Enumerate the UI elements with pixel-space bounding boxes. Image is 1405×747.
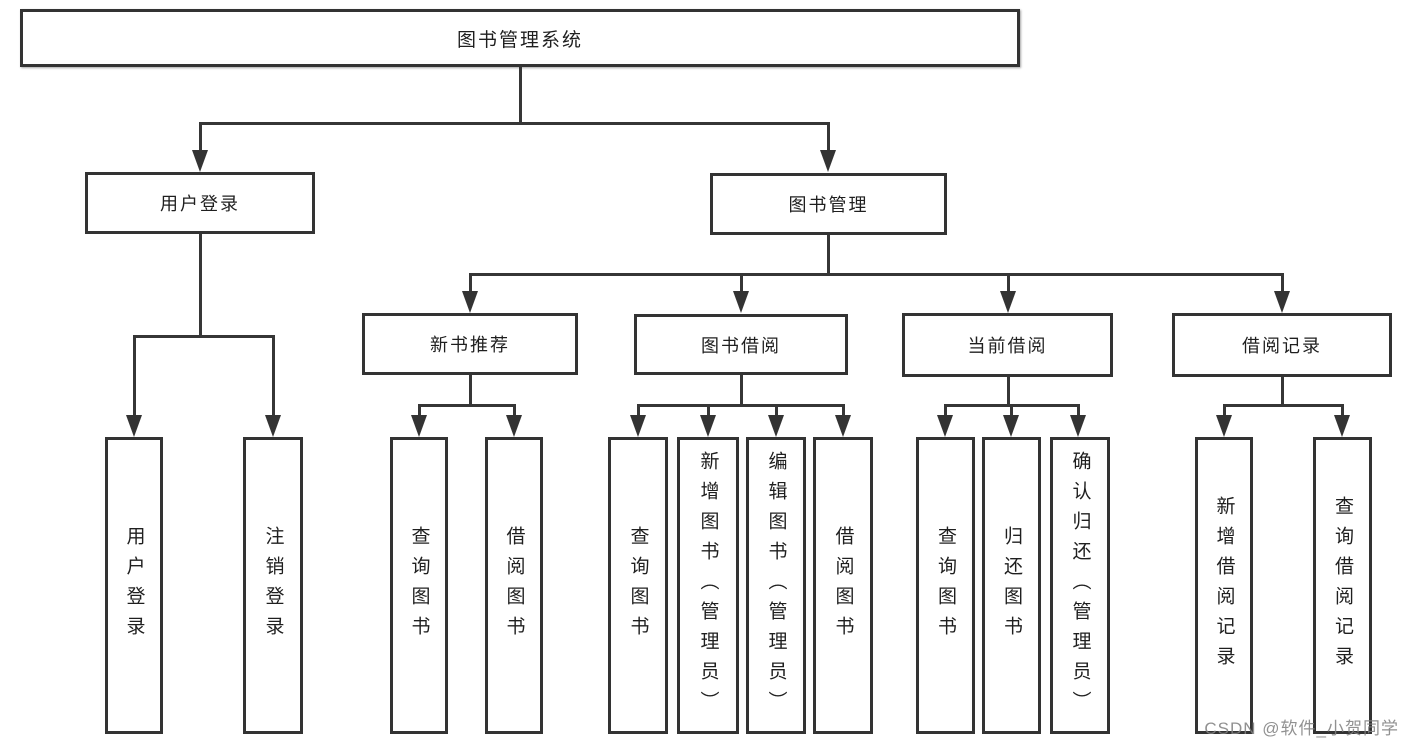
connector — [740, 375, 743, 407]
leaf-query-borrow-record: 查询借阅记录 — [1313, 437, 1372, 734]
leaf-label: 查询图书 — [935, 525, 956, 646]
arrowhead — [1216, 415, 1232, 437]
leaf-user-login: 用户登录 — [105, 437, 163, 734]
arrowhead — [700, 415, 716, 437]
node-label: 新书推荐 — [430, 335, 510, 355]
connector — [842, 404, 845, 417]
leaf-label: 查询图书 — [627, 525, 649, 646]
connector — [1223, 404, 1226, 417]
node-label: 当前借阅 — [967, 336, 1048, 356]
leaf-confirm-return-admin: 确认归还（管理员） — [1050, 437, 1110, 734]
leaf-query-books-borrowing: 查询图书 — [608, 437, 668, 734]
node-current-borrowing: 当前借阅 — [902, 313, 1113, 377]
connector — [637, 404, 845, 407]
arrowhead — [1000, 291, 1016, 313]
arrowhead — [1274, 291, 1290, 313]
leaf-label: 归还图书 — [1001, 525, 1022, 646]
connector — [740, 273, 743, 293]
connector — [519, 67, 522, 122]
connector — [133, 335, 274, 338]
connector — [513, 404, 516, 417]
node-new-book-recommend: 新书推荐 — [362, 313, 578, 375]
connector — [775, 404, 778, 417]
arrowhead — [733, 291, 749, 313]
connector — [1341, 404, 1344, 417]
arrowhead — [192, 150, 208, 172]
leaf-logout: 注销登录 — [243, 437, 303, 734]
node-user-login: 用户登录 — [85, 172, 315, 234]
node-book-management: 图书管理 — [710, 173, 947, 235]
node-label: 图书借阅 — [701, 335, 781, 356]
connector — [272, 335, 275, 417]
leaf-label: 新增借阅记录 — [1213, 495, 1235, 676]
node-library-management-system: 图书管理系统 — [20, 9, 1020, 67]
arrowhead — [1334, 415, 1350, 437]
connector — [469, 273, 1283, 276]
leaf-borrow-books-recommend: 借阅图书 — [485, 437, 543, 734]
arrowhead — [768, 415, 784, 437]
leaf-label: 编辑图书（管理员） — [765, 450, 787, 721]
connector — [469, 375, 472, 407]
leaf-add-books-admin: 新增图书（管理员） — [677, 437, 739, 734]
connector — [418, 404, 421, 417]
arrowhead — [630, 415, 646, 437]
leaf-label: 确认归还（管理员） — [1069, 450, 1091, 721]
arrowhead — [462, 291, 478, 313]
connector — [1223, 404, 1344, 407]
arrowhead — [126, 415, 142, 437]
leaf-label: 新增图书（管理员） — [697, 450, 719, 721]
connector — [133, 335, 136, 417]
connector — [199, 122, 202, 152]
arrowhead — [937, 415, 953, 437]
leaf-label: 借阅图书 — [503, 525, 525, 646]
node-label: 用户登录 — [160, 194, 240, 214]
leaf-label: 查询借阅记录 — [1332, 495, 1353, 676]
leaf-label: 用户登录 — [123, 525, 145, 646]
arrowhead — [1070, 415, 1086, 437]
connector — [1010, 404, 1013, 417]
leaf-return-books: 归还图书 — [982, 437, 1041, 734]
connector — [637, 404, 640, 417]
arrowhead — [835, 415, 851, 437]
arrowhead — [506, 415, 522, 437]
leaf-edit-books-admin: 编辑图书（管理员） — [746, 437, 806, 734]
connector — [1077, 404, 1080, 417]
connector — [469, 273, 472, 293]
connector — [199, 122, 829, 125]
leaf-borrow-books-borrowing: 借阅图书 — [813, 437, 873, 734]
leaf-query-books-recommend: 查询图书 — [390, 437, 448, 734]
node-label: 图书管理 — [788, 195, 869, 215]
connector — [944, 404, 947, 417]
connector — [1007, 377, 1010, 407]
connector — [707, 404, 710, 417]
connector — [1281, 377, 1284, 407]
arrowhead — [411, 415, 427, 437]
node-label: 图书管理系统 — [456, 29, 583, 51]
connector — [1007, 273, 1010, 293]
arrowhead — [820, 150, 836, 172]
leaf-label: 查询图书 — [408, 525, 430, 646]
connector — [827, 235, 830, 275]
connector — [1281, 273, 1284, 293]
node-book-borrowing: 图书借阅 — [634, 314, 848, 375]
node-label: 借阅记录 — [1242, 336, 1322, 356]
leaf-query-books-current: 查询图书 — [916, 437, 975, 734]
leaf-label: 注销登录 — [262, 525, 284, 646]
connector — [199, 234, 202, 335]
connector — [418, 404, 516, 407]
leaf-add-borrow-record: 新增借阅记录 — [1195, 437, 1253, 734]
connector — [827, 122, 830, 152]
node-borrowing-records: 借阅记录 — [1172, 313, 1392, 377]
arrowhead — [265, 415, 281, 437]
leaf-label: 借阅图书 — [832, 525, 854, 646]
arrowhead — [1003, 415, 1019, 437]
